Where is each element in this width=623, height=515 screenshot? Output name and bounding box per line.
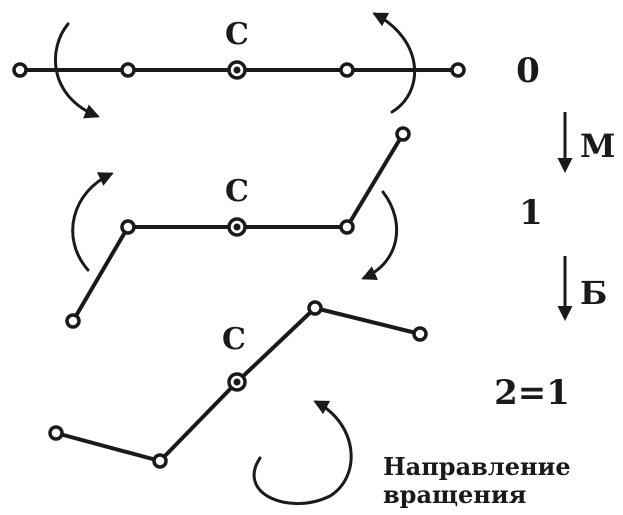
- rotation-arrow-left: [54, 22, 100, 119]
- chain-node: [48, 425, 64, 441]
- chain-node: [395, 126, 411, 142]
- center-node: [227, 60, 247, 80]
- chain-node: [339, 219, 355, 235]
- chain-node: [339, 62, 355, 78]
- rotation-arrow-right: [372, 12, 417, 114]
- caption-line-1: Направление: [383, 452, 571, 481]
- chain-state-1: С: [65, 126, 411, 329]
- caption-line-2: вращения: [383, 480, 526, 509]
- rotation-direction-arrow: [252, 400, 353, 505]
- chain-node: [65, 313, 81, 329]
- center-label: С: [225, 17, 249, 52]
- center-node: [227, 372, 247, 392]
- chain-state-0: С: [12, 12, 466, 119]
- rotation-arrow-left: [71, 172, 114, 272]
- transition-arrow-m: М: [557, 112, 615, 173]
- chain-node: [120, 62, 136, 78]
- transition-label-m: М: [580, 127, 615, 165]
- center-node: [227, 217, 247, 237]
- center-label: С: [222, 322, 246, 357]
- chain-node: [120, 219, 136, 235]
- rotation-arrow-right: [361, 190, 399, 280]
- transition-label-b: Б: [580, 274, 607, 312]
- chain-node: [412, 326, 428, 342]
- chain-node: [152, 453, 168, 469]
- state-label-0: 0: [516, 51, 540, 91]
- state-label-2: 2=1: [494, 373, 570, 413]
- center-label: С: [225, 174, 249, 209]
- chain-node: [450, 62, 466, 78]
- chain-node: [12, 62, 28, 78]
- transition-arrow-b: Б: [557, 256, 607, 321]
- chain-node: [307, 300, 323, 316]
- state-label-1: 1: [519, 193, 543, 233]
- chain-state-2: С: [48, 300, 428, 469]
